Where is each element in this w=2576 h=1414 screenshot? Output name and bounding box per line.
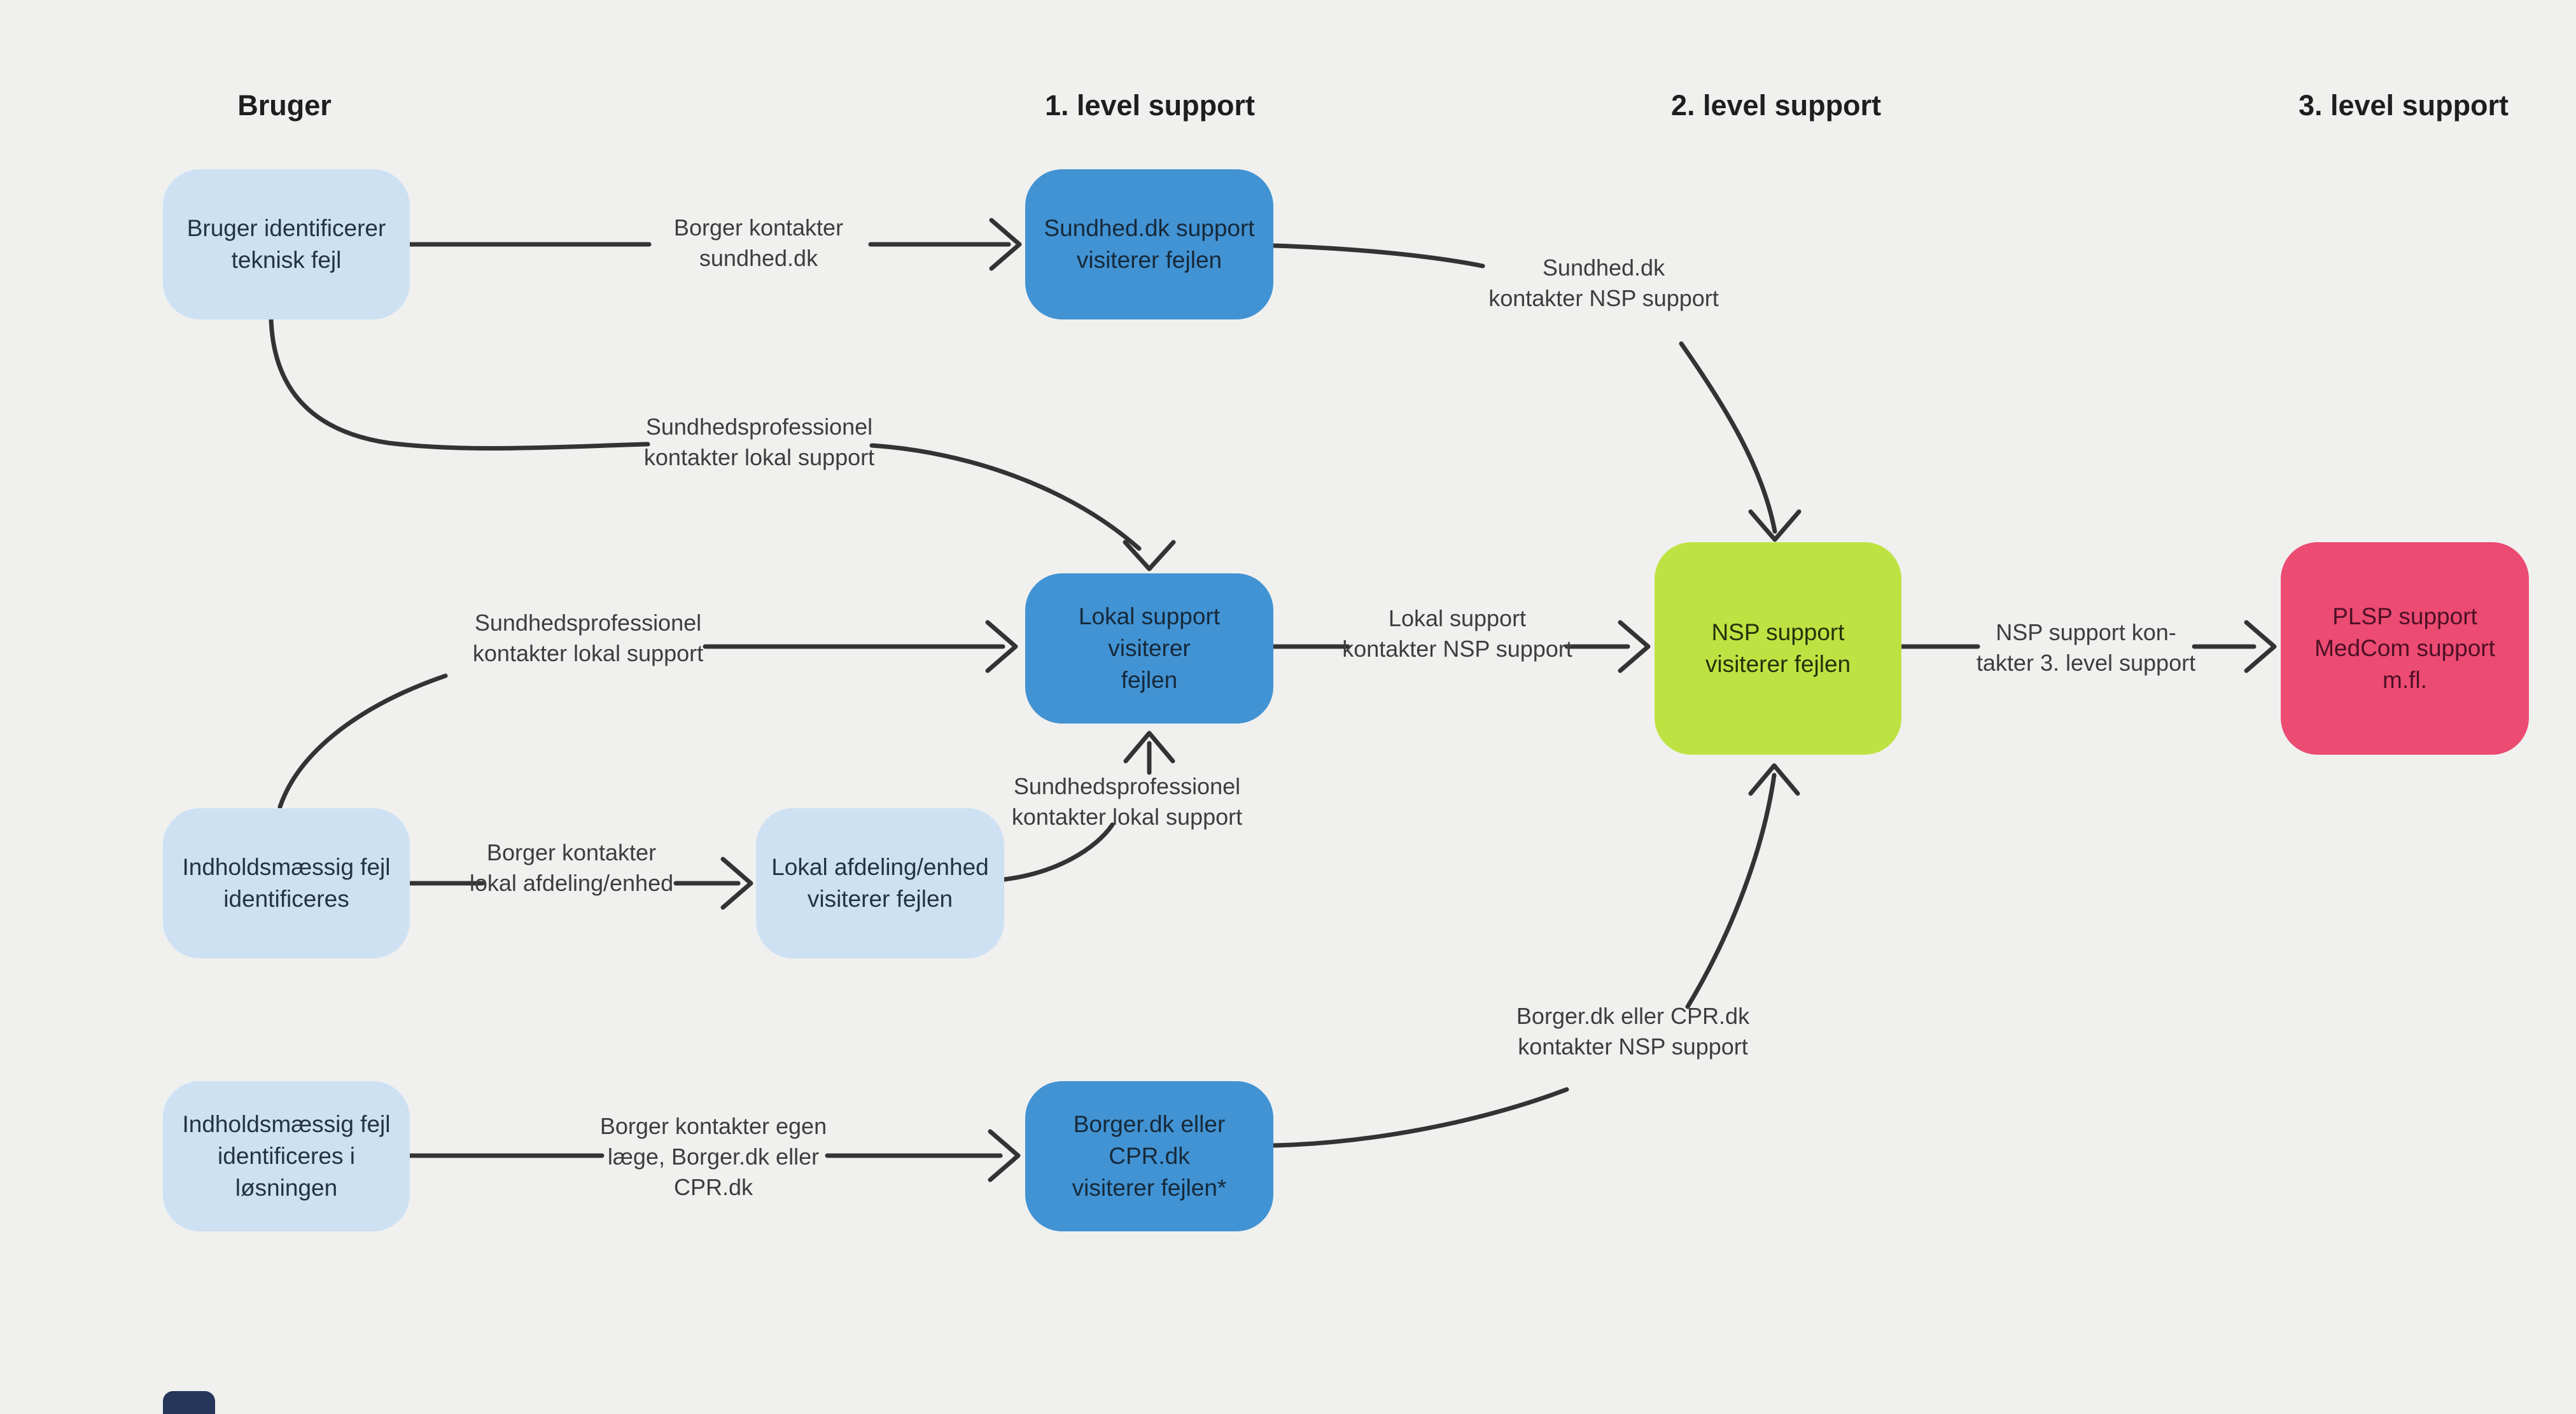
edge-sundhed-to-nsp-arrow bbox=[1271, 243, 1802, 542]
edge-bruger-to-sundhed-arrow bbox=[407, 218, 1022, 271]
edge-label-borger-kontakter-lokal-afdeling: Borger kontakter lokal afdeling/enhed bbox=[469, 839, 674, 896]
node-nsp-support-visiterer: NSP support visiterer fejlen bbox=[1655, 542, 1901, 755]
edge-indhold-to-lokal-support-arrow bbox=[277, 620, 1018, 809]
edge-label-lokal-support-kontakter-nsp: Lokal support kontakter NSP support bbox=[1342, 605, 1572, 662]
edge-lokal-afdeling-to-lokal-support-arrow bbox=[1002, 731, 1175, 882]
edge-label-borgerdk-kontakter-nsp: Borger.dk eller CPR.dk kontakter NSP sup… bbox=[1516, 1003, 1750, 1060]
edge-lokal-support-to-nsp-arrow bbox=[1271, 620, 1651, 673]
column-header-bruger: Bruger bbox=[237, 89, 332, 122]
node-lokal-afdeling-enhed-visiterer: Lokal afdeling/enhed visiterer fejlen bbox=[756, 808, 1004, 958]
node-indholdsmaessig-fejl-i-losningen: Indholdsmæssig fejl identificeres i løsn… bbox=[163, 1081, 410, 1231]
column-header-level3: 3. level support bbox=[2298, 89, 2509, 122]
edge-label-sundhedsprof-lokal-support-bottom: Sundhedsprofessionel kontakter lokal sup… bbox=[1011, 773, 1243, 830]
node-indholdsmaessig-fejl-identificeres: Indholdsmæssig fejl identificeres bbox=[163, 808, 410, 958]
edge-label-sundhedsprof-lokal-support-top: Sundhedsprofessionel kontakter lokal sup… bbox=[643, 414, 875, 470]
edge-indhold-losning-to-borgerdk-arrow bbox=[407, 1129, 1021, 1182]
clipped-bottom-left-element bbox=[163, 1391, 215, 1414]
node-plsp-medcom-support: PLSP support MedCom support m.fl. bbox=[2281, 542, 2529, 755]
edge-label-borger-kontakter-sundheddk: Borger kontakter sundhed.dk bbox=[673, 214, 844, 271]
edge-bruger-to-lokal-support-arrow bbox=[269, 317, 1176, 571]
column-header-level2: 2. level support bbox=[1670, 89, 1882, 122]
edge-label-nsp-kontakter-3-level: NSP support kon- takter 3. level support bbox=[1976, 619, 2196, 676]
node-borgerdk-cprdk-visiterer: Borger.dk eller CPR.dk visiterer fejlen* bbox=[1025, 1081, 1273, 1231]
node-lokal-support-visiterer: Lokal support visiterer fejlen bbox=[1025, 573, 1273, 724]
edge-borgerdk-to-nsp-arrow bbox=[1271, 763, 1800, 1148]
column-header-level1: 1. level support bbox=[1044, 89, 1256, 122]
edge-label-sundhedsprof-lokal-support-mid: Sundhedsprofessionel kontakter lokal sup… bbox=[472, 610, 704, 666]
edge-label-sundheddk-kontakter-nsp: Sundhed.dk kontakter NSP support bbox=[1488, 255, 1719, 311]
node-sundheddk-support-visiterer: Sundhed.dk support visiterer fejlen bbox=[1025, 169, 1273, 319]
node-bruger-identificerer-teknisk-fejl: Bruger identificerer teknisk fejl bbox=[163, 169, 410, 319]
edge-indhold-to-lokal-afdeling-arrow bbox=[407, 857, 753, 910]
edge-label-borger-kontakter-egen-laege: Borger kontakter egen læge, Borger.dk el… bbox=[599, 1113, 827, 1200]
edge-nsp-to-plsp-arrow bbox=[1900, 620, 2277, 673]
